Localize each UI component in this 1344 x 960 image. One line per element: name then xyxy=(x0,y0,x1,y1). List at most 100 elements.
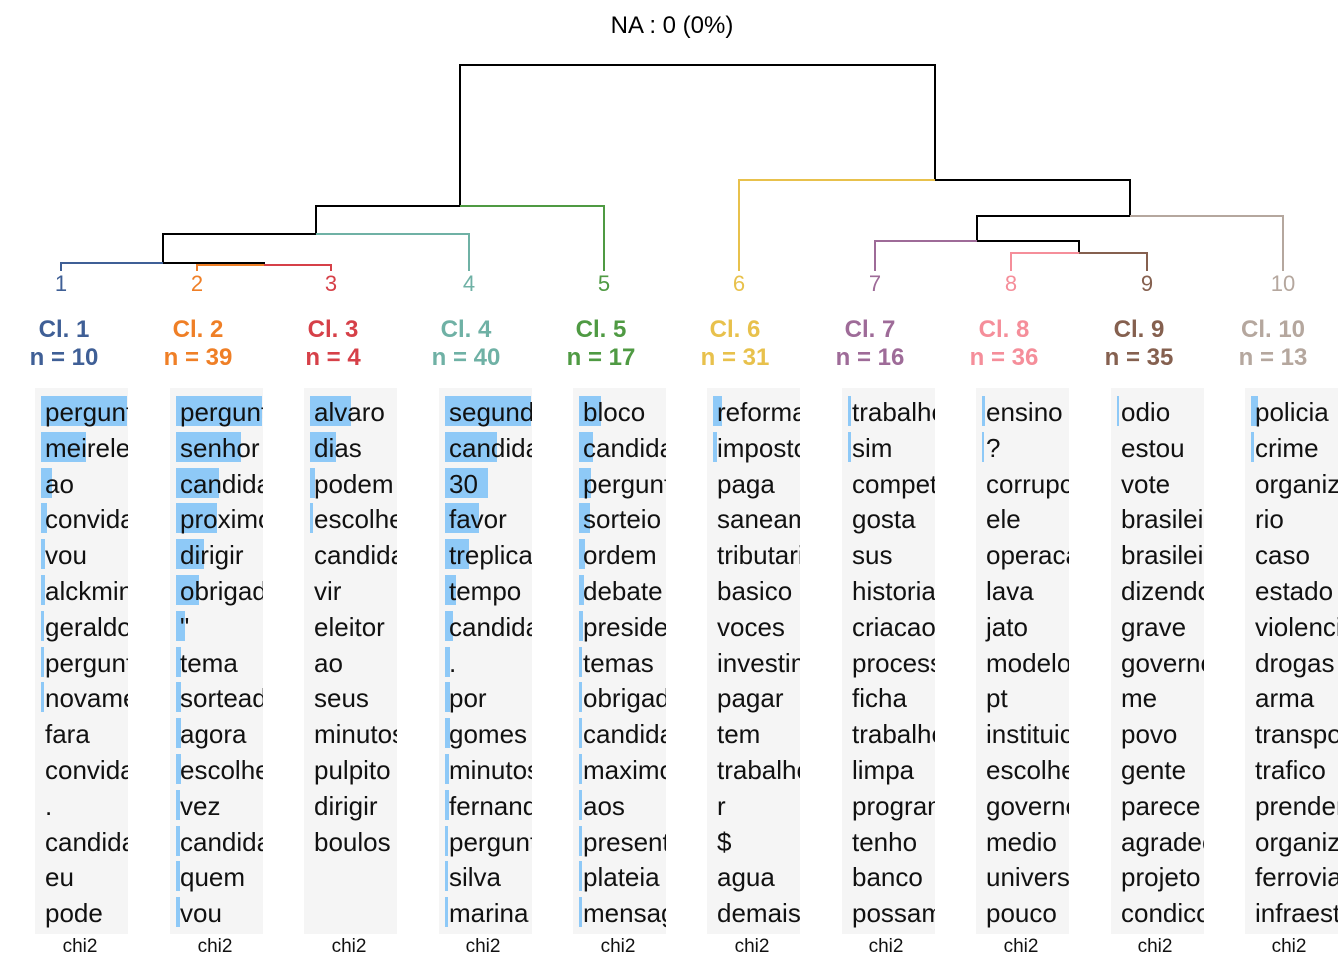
term-label: violencia xyxy=(1255,611,1338,642)
term-label: estado xyxy=(1255,576,1334,606)
term-label: pode xyxy=(45,898,103,929)
term-label: gomes xyxy=(449,719,528,750)
class-label: Cl. 6 xyxy=(709,316,761,343)
word-row: ao xyxy=(35,464,128,498)
chi2-bar xyxy=(579,396,601,426)
chi2-bar xyxy=(579,825,582,856)
word-row: me xyxy=(1111,678,1204,712)
chi2-bar xyxy=(176,825,181,856)
word-row: drogas xyxy=(1245,643,1338,677)
term-label: presidente xyxy=(583,611,666,642)
chi2-bar xyxy=(579,575,585,605)
chi2-bar xyxy=(1117,396,1119,426)
dendrogram-branch-cl8-cl9 xyxy=(977,240,1080,253)
term-label: geraldo xyxy=(45,611,128,642)
term-label: senhor xyxy=(180,432,260,463)
metric-label: chi2 xyxy=(331,936,367,957)
word-row: projeto xyxy=(1111,857,1204,891)
dendrogram-branch-cl5 xyxy=(460,205,605,271)
dendrogram-branch-right xyxy=(935,179,1131,216)
word-row: candidato xyxy=(573,428,666,462)
term-label: segundos xyxy=(449,397,532,427)
word-panel-1: perguntameirelesaoconvidadovoualckminger… xyxy=(35,388,128,934)
term-label: ensino xyxy=(986,397,1063,427)
term-label: escolher xyxy=(986,755,1069,785)
chi2-bar xyxy=(579,897,582,928)
word-row: pt xyxy=(976,678,1069,712)
word-row: candidato xyxy=(170,822,263,856)
word-row: gomes xyxy=(439,714,532,750)
word-row: governo xyxy=(976,786,1069,820)
chi2-bar xyxy=(445,718,451,749)
term-label: grave xyxy=(1121,611,1187,642)
term-label: trabalho xyxy=(852,397,935,427)
term-label: tempo xyxy=(449,576,522,606)
word-row: trafico xyxy=(1245,750,1338,784)
dendrogram-branch-cl4 xyxy=(316,233,470,271)
term-label: candidato xyxy=(180,468,263,499)
chi2-bar xyxy=(176,467,219,498)
chi2-bar xyxy=(41,503,48,534)
term-label: ordem xyxy=(583,540,657,571)
word-row: sim xyxy=(842,428,935,462)
word-row: vou xyxy=(170,893,263,928)
term-label: quem xyxy=(180,862,246,893)
term-label: pergunta xyxy=(583,468,666,499)
term-label: povo xyxy=(1121,719,1178,750)
term-label: podem xyxy=(314,468,394,499)
class-count: n = 13 xyxy=(1238,344,1308,371)
word-row: modelo xyxy=(976,643,1069,677)
class-label: Cl. 10 xyxy=(1240,316,1306,343)
chi2-bar xyxy=(176,682,182,713)
chi2-bar xyxy=(41,431,86,462)
word-row: alvaro xyxy=(304,392,397,426)
chi2-bar xyxy=(445,610,453,641)
term-label: r xyxy=(717,790,726,821)
word-row: crime xyxy=(1245,428,1338,462)
word-row: imposto xyxy=(707,428,800,462)
word-row: treplica xyxy=(439,535,532,570)
term-label: tributaria xyxy=(717,540,800,571)
term-label: obrigado xyxy=(583,683,666,714)
word-row: novamente xyxy=(35,678,128,713)
term-label: policia xyxy=(1255,397,1329,427)
term-label: ao xyxy=(45,468,74,499)
chi2-bar xyxy=(176,754,182,784)
word-row: brasileiros xyxy=(1111,535,1204,569)
term-label: tem xyxy=(717,719,761,750)
term-label: pt xyxy=(986,683,1008,714)
metric-label: chi2 xyxy=(734,936,770,957)
word-row: dizendo xyxy=(1111,571,1204,605)
word-row: trabalho xyxy=(842,392,935,426)
term-label: vez xyxy=(180,790,221,821)
term-label: lava xyxy=(986,576,1034,606)
term-label: . xyxy=(449,647,457,678)
word-row: povo xyxy=(1111,714,1204,748)
term-label: parece xyxy=(1121,790,1201,821)
term-label: sim xyxy=(852,432,893,463)
term-label: candidato xyxy=(583,719,666,750)
term-label: prender xyxy=(1255,790,1338,821)
word-row: plateia xyxy=(573,857,666,892)
chi2-bar xyxy=(579,646,583,677)
word-row: pergunta xyxy=(439,822,532,856)
word-row: " xyxy=(170,607,263,641)
leaf-label-cl4: 4 xyxy=(463,271,475,296)
word-row: vir xyxy=(304,571,397,605)
word-row: universidade xyxy=(976,857,1069,891)
class-count: n = 4 xyxy=(305,344,361,371)
chi2-bar xyxy=(579,431,593,462)
word-row: eu xyxy=(35,857,128,891)
word-row: ficha xyxy=(842,678,935,712)
word-panel-9: odioestouvotebrasileirobrasileirosdizend… xyxy=(1111,388,1204,934)
chi2-bar xyxy=(176,861,181,892)
word-row: aos xyxy=(573,786,666,820)
word-row: . xyxy=(35,786,128,820)
class-count: n = 10 xyxy=(29,344,99,371)
